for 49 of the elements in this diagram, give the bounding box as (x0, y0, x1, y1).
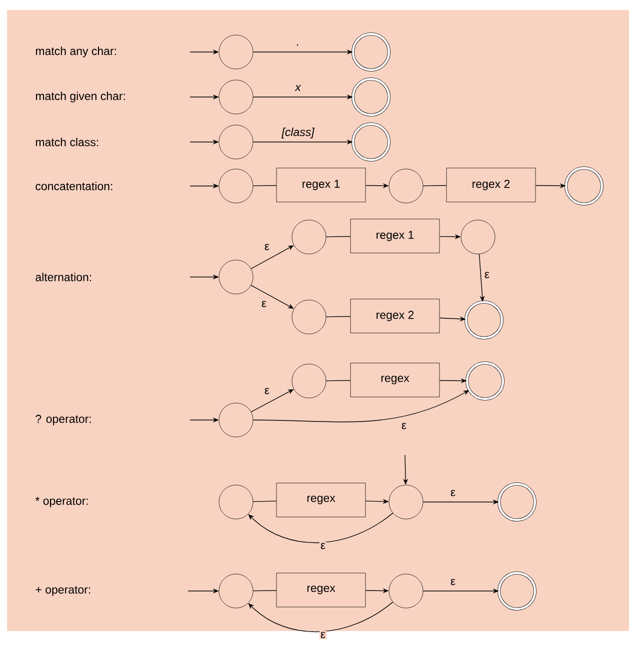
state-circle (218, 260, 254, 294)
accept-state-circle (564, 166, 604, 206)
connector-line (326, 380, 351, 382)
row-label: alternation: (36, 272, 92, 282)
state-circle (292, 364, 326, 398)
accept-state-circle (352, 78, 390, 116)
row-label: concatentation: (36, 182, 112, 190)
arrow (248, 512, 394, 543)
connector-line (422, 185, 447, 186)
connector-line (252, 590, 277, 592)
edge-label: . (295, 43, 301, 47)
connector-line (252, 185, 277, 186)
state-circle (218, 168, 254, 204)
row-label: ? operator: (36, 414, 91, 426)
regex-box: regex (276, 572, 366, 608)
row-label: match given char: (36, 92, 125, 102)
accept-state-circle (464, 300, 504, 340)
row-label: match class: (36, 138, 98, 146)
accept-state-circle (498, 482, 536, 522)
state-circle (460, 220, 496, 254)
connector-line (326, 316, 351, 318)
state-circle (218, 402, 254, 438)
edge-label: [class] (280, 126, 316, 140)
accept-state-circle (352, 122, 390, 162)
state-circle (388, 484, 424, 520)
state-circle (388, 574, 424, 608)
regex-box: regex (276, 482, 366, 518)
row-label: + operator: (36, 586, 90, 596)
regex-box: regex 2 (350, 298, 440, 334)
accept-state-circle (498, 572, 536, 610)
accept-state-circle (466, 362, 504, 400)
regex-box: regex 1 (276, 168, 366, 202)
arrow (248, 602, 394, 632)
connector-line (252, 500, 277, 502)
state-circle (218, 574, 254, 608)
regex-box: regex 1 (350, 218, 440, 254)
state-circle (292, 220, 326, 254)
state-circle (218, 484, 254, 520)
accept-state-circle (352, 32, 390, 72)
state-circle (292, 300, 326, 334)
state-circle (388, 168, 424, 204)
row-label: * operator: (35, 496, 88, 508)
connector-line (326, 236, 351, 238)
row-label: match any char: (36, 46, 116, 58)
state-circle (218, 34, 254, 70)
regex-box: regex (350, 362, 440, 398)
regex-box: regex 2 (446, 168, 536, 202)
state-circle (218, 80, 254, 114)
state-circle (218, 124, 254, 160)
